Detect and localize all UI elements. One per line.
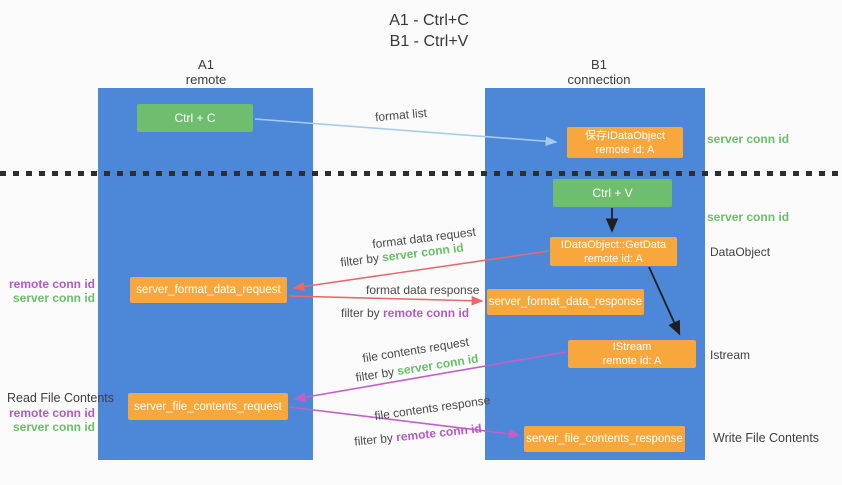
ctrl-v-box: Ctrl + V (553, 179, 672, 207)
server-format-data-response-box: server_format_data_response (487, 289, 644, 315)
remote-conn-id-annotation: remote conn id (8, 406, 95, 420)
server-conn-id-annotation: server conn id (12, 291, 95, 305)
server-file-contents-request-box: server_file_contents_request (128, 393, 288, 420)
ctrl-v-label: Ctrl + V (592, 186, 633, 200)
file-request-conn-id-pair: remote conn id server conn id (0, 406, 95, 434)
istream-annotation: Istream (710, 348, 751, 362)
save-idataobject-line2: remote id: A (595, 143, 655, 156)
istream-line2: remote id: A (602, 355, 662, 367)
istream-box: IStream remote id: A (568, 340, 696, 368)
save-idataobject-line1: 保存IDataObject (584, 129, 666, 142)
remote-conn-id-text: remote conn id (383, 306, 470, 320)
dashed-separator-line (0, 171, 842, 176)
title-line-2: B1 - Ctrl+V (389, 33, 469, 50)
getdata-line1: IDataObject::GetData (560, 238, 667, 251)
read-file-contents-annotation: Read File Contents (7, 391, 115, 405)
format-data-response-label: format data response (366, 283, 480, 297)
server-conn-id-annotation-mid: server conn id (707, 210, 790, 224)
filter-by-text: filter by (339, 250, 384, 270)
lifeline-header-b1: B1 connection (539, 57, 659, 87)
filter-by-text: filter by (341, 306, 384, 320)
server-conn-id-annotation-top: server conn id (707, 132, 790, 146)
filter-by-text: filter by (354, 364, 399, 385)
server-file-contents-request-label: server_file_contents_request (134, 400, 282, 413)
lifeline-b1-role: connection (567, 72, 631, 87)
server-file-contents-response-label: server_file_contents_response (526, 433, 683, 445)
remote-conn-id-annotation: remote conn id (8, 277, 95, 291)
format-response-filter-label: filter by remote conn id (341, 306, 469, 320)
getdata-line2: remote id: A (584, 252, 643, 265)
lifeline-b1-name: B1 (591, 57, 607, 72)
format-list-label: format list (374, 105, 428, 125)
dataobject-annotation: DataObject (710, 245, 771, 259)
title-line-1: A1 - Ctrl+C (389, 12, 469, 29)
diagram-title: A1 - Ctrl+C B1 - Ctrl+V (0, 10, 842, 52)
server-format-data-request-box: server_format_data_request (130, 277, 287, 303)
istream-line1: IStream (612, 341, 652, 353)
lifeline-header-a1: A1 remote (146, 57, 266, 87)
write-file-contents-annotation: Write File Contents (713, 431, 820, 445)
lifeline-a1-role: remote (185, 72, 227, 87)
ctrl-c-box: Ctrl + C (137, 104, 253, 132)
server-conn-id-annotation: server conn id (12, 420, 95, 434)
ctrl-c-label: Ctrl + C (174, 111, 216, 125)
filter-by-text: filter by (353, 430, 397, 449)
server-format-data-request-label: server_format_data_request (136, 284, 281, 296)
lifeline-a1-name: A1 (198, 57, 214, 72)
getdata-box: IDataObject::GetData remote id: A (550, 237, 677, 266)
remote-conn-id-text: remote conn id (395, 421, 483, 445)
file-contents-response-label: file contents response (373, 392, 492, 424)
format-request-conn-id-pair: remote conn id server conn id (0, 277, 95, 305)
server-file-contents-response-box: server_file_contents_response (524, 426, 685, 452)
save-idataobject-box: 保存IDataObject remote id: A (567, 127, 683, 158)
file-response-filter-label: filter by remote conn id (354, 421, 483, 448)
server-format-data-response-label: server_format_data_response (488, 296, 643, 308)
